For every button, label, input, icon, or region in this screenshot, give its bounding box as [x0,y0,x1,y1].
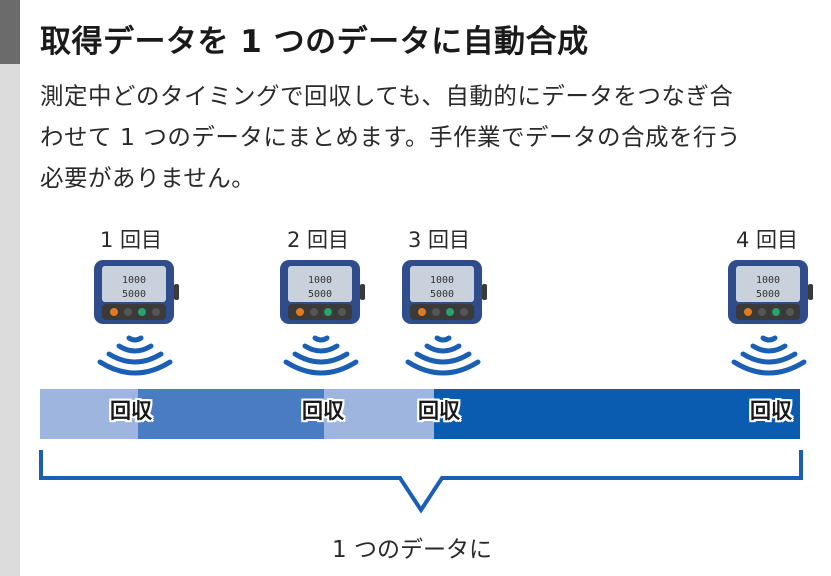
wireless-signal-icon [283,335,359,376]
section-heading: 取得データを 1 つのデータに自動合成 [40,24,589,60]
device-reading-bottom: 5000 [122,289,146,300]
description-text: 測定中どのタイミングで回収しても、自動的にデータをつなぎ合 わせて 1 つのデー… [40,76,825,199]
timeline-segment [324,389,434,439]
wireless-signal-icon [97,335,173,376]
collect-label-4: 回収 [750,399,792,423]
description-line-3: 必要がありません。 [40,164,256,192]
merge-caption: 1 つのデータに [332,537,492,563]
device-reading-top: 1000 [122,275,146,286]
device-reading-bottom: 5000 [308,289,332,300]
merge-bracket [39,450,803,514]
collect-label-2: 回収 [302,399,344,423]
timeline-bar: 回収 回収 回収 回収 [40,389,800,439]
device-reading-bottom: 5000 [430,289,454,300]
collect-label-1: 回収 [110,399,152,423]
collect-label-3: 回収 [418,399,460,423]
round-label-1: 1 回目 [100,228,163,252]
description-line-2: わせて 1 つのデータにまとめます。手作業でデータの合成を行う [40,123,742,151]
logger-device-icon: 1000 5000 [402,260,487,324]
side-accent-bar [0,0,20,576]
timeline-segment [138,389,324,439]
logger-device-icon: 1000 5000 [728,260,813,324]
device-reading-top: 1000 [756,275,780,286]
device-reading-top: 1000 [308,275,332,286]
timeline-segment [40,389,138,439]
round-label-3: 3 回目 [408,228,471,252]
round-label-2: 2 回目 [287,228,350,252]
description-line-1: 測定中どのタイミングで回収しても、自動的にデータをつなぎ合 [40,82,734,110]
logger-device-icon: 1000 5000 [280,260,365,324]
round-label-4: 4 回目 [736,228,799,252]
timeline-segment [434,389,800,439]
side-accent-marker [0,0,20,64]
wireless-signal-icon [731,335,807,376]
device-reading-bottom: 5000 [756,289,780,300]
logger-device-icon: 1000 5000 [94,260,179,324]
wireless-signal-icon [405,335,481,376]
device-reading-top: 1000 [430,275,454,286]
